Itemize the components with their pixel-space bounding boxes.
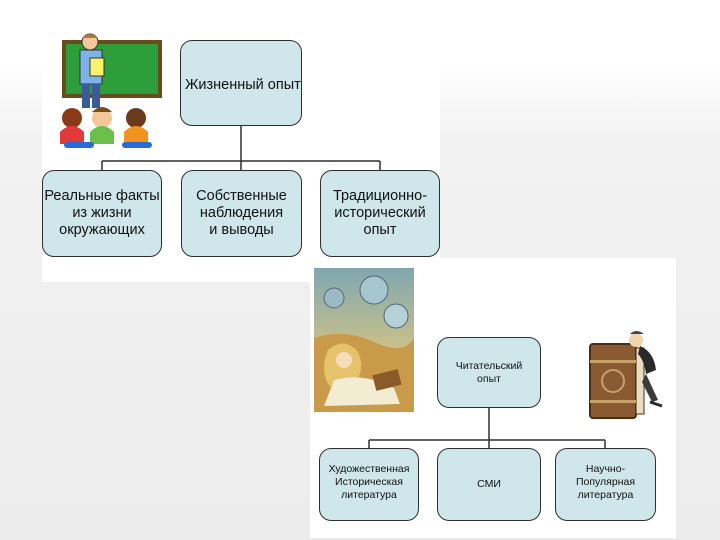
- node-fiction-literature-label: Художественная Историческая литература: [328, 463, 410, 501]
- node-reading-experience: Читательский опыт: [437, 337, 541, 408]
- node-real-facts: Реальные факты из жизни окружающих: [42, 170, 162, 257]
- fantasy-reading-girl-illustration: [314, 268, 414, 412]
- node-own-observations: Собственные наблюдения и выводы: [181, 170, 302, 257]
- node-life-experience: Жизненный опыт: [180, 40, 302, 126]
- node-own-observations-label: Собственные наблюдения и выводы: [196, 188, 287, 238]
- teacher-with-children-illustration: [60, 33, 162, 148]
- node-popular-science: Научно- Популярная литература: [555, 448, 656, 521]
- node-traditional-historical-label: Традиционно- исторический опыт: [332, 188, 428, 238]
- node-traditional-historical: Традиционно- исторический опыт: [320, 170, 440, 257]
- node-real-facts-label: Реальные факты из жизни окружающих: [44, 188, 160, 238]
- node-mass-media-label: СМИ: [477, 478, 501, 490]
- node-mass-media: СМИ: [437, 448, 541, 521]
- old-book-with-figure-illustration: [589, 331, 663, 419]
- node-reading-experience-label: Читательский опыт: [455, 360, 523, 385]
- node-life-experience-label: Жизненный опыт: [185, 77, 301, 93]
- node-fiction-literature: Художественная Историческая литература: [319, 448, 419, 521]
- node-popular-science-label: Научно- Популярная литература: [575, 463, 636, 501]
